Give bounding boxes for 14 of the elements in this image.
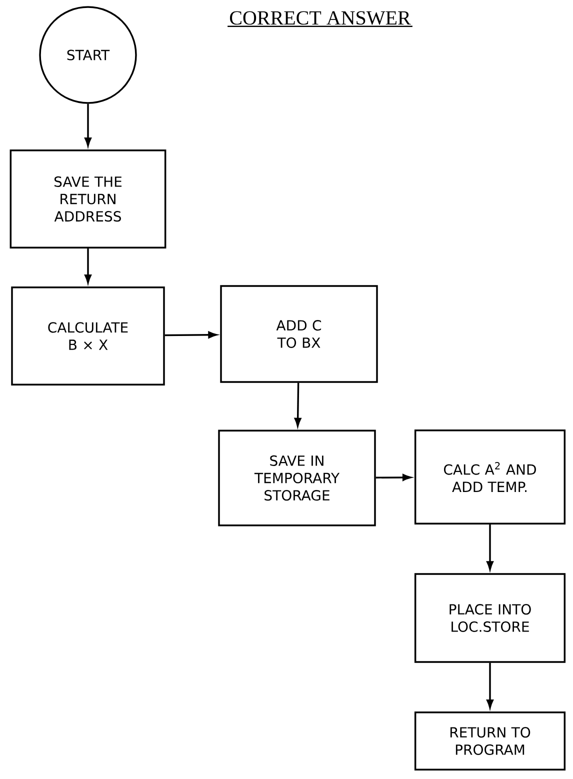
process-box: CALCULATE B × X bbox=[11, 286, 165, 386]
arrow bbox=[84, 248, 92, 284]
arrow bbox=[84, 104, 92, 146]
process-box: ADD C TO BX bbox=[220, 285, 378, 383]
process-box: PLACE INTO LOC.STORE bbox=[414, 573, 566, 663]
arrow bbox=[486, 662, 494, 708]
process-box: SAVE IN TEMPORARY STORAGE bbox=[218, 430, 376, 526]
title: CORRECT ANSWER bbox=[228, 11, 412, 28]
process-box: RETURN TO PROGRAM bbox=[414, 711, 566, 771]
arrow bbox=[376, 474, 412, 481]
process-box: SAVE THE RETURN ADDRESS bbox=[10, 149, 166, 249]
process-box: CALC A$^{2}$ AND ADD TEMP. bbox=[414, 429, 566, 525]
arrow bbox=[486, 524, 494, 570]
arrow bbox=[294, 382, 302, 427]
